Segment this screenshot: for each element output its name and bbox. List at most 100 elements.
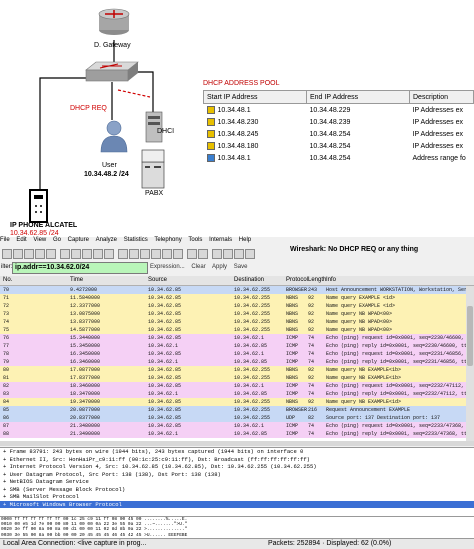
interfaces-icon[interactable] bbox=[2, 249, 12, 259]
menu-file[interactable]: File bbox=[0, 237, 10, 243]
zoom-in-icon[interactable] bbox=[212, 249, 222, 259]
menu-internals[interactable]: Internals bbox=[209, 237, 233, 243]
switch-icon bbox=[85, 61, 139, 82]
packet-cell-src: 10.34.62.85 bbox=[148, 375, 182, 381]
packet-cell-proto: ICMP bbox=[286, 335, 299, 341]
zoom-normal-icon[interactable] bbox=[234, 249, 244, 259]
reload-icon[interactable] bbox=[93, 249, 103, 259]
scrollbar-thumb[interactable] bbox=[467, 306, 473, 366]
pool-col-description[interactable]: Description bbox=[409, 90, 474, 104]
col-source[interactable]: Source bbox=[148, 277, 168, 283]
detail-tree-item[interactable]: + Frame 83791: 243 bytes on wire (1944 b… bbox=[3, 448, 304, 455]
save-icon[interactable] bbox=[71, 249, 81, 259]
pool-row[interactable]: 10.34.48.1 10.34.48.254 Address range fo bbox=[204, 152, 474, 164]
packet-cell-len: 74 bbox=[308, 359, 315, 365]
menu-capture[interactable]: Capture bbox=[67, 237, 89, 243]
pool-row[interactable]: 10.34.48.245 10.34.48.254 IP Addresses e… bbox=[204, 128, 474, 140]
detail-tree-item[interactable]: + User Datagram Protocol, Src Port: 138 … bbox=[3, 470, 221, 478]
col-info[interactable]: Info bbox=[326, 277, 337, 283]
packet-list-scrollbar[interactable] bbox=[466, 286, 474, 441]
col-time[interactable]: Time bbox=[70, 277, 84, 283]
back-icon[interactable] bbox=[129, 249, 139, 259]
colorize-icon[interactable] bbox=[187, 249, 197, 259]
save-filter-button[interactable]: Save bbox=[233, 264, 248, 270]
col-length[interactable]: Length bbox=[308, 277, 327, 283]
menu-help[interactable]: Help bbox=[238, 237, 252, 243]
packet-cell-dst: 10.34.62.255 bbox=[234, 367, 271, 373]
zoom-out-icon[interactable] bbox=[223, 249, 233, 259]
packet-cell-dst: 10.34.62.1 bbox=[234, 335, 265, 341]
menu-analyze[interactable]: Analyze bbox=[95, 237, 118, 243]
packet-cell-src: 10.34.62.85 bbox=[148, 295, 182, 301]
packet-cell-info: Echo (ping) reply id=0x0001, seq=2233/47… bbox=[326, 431, 466, 437]
forward-icon[interactable] bbox=[140, 249, 150, 259]
menu-statistics[interactable]: Statistics bbox=[123, 237, 148, 243]
clear-button[interactable]: Clear bbox=[191, 264, 206, 270]
close-icon[interactable] bbox=[82, 249, 92, 259]
print-icon[interactable] bbox=[104, 249, 114, 259]
pool-col-end[interactable]: End IP Address bbox=[306, 90, 410, 104]
menu-go[interactable]: Go bbox=[52, 237, 61, 243]
apply-button[interactable]: Apply bbox=[212, 264, 228, 270]
col-protocol[interactable]: Protocol bbox=[286, 277, 309, 283]
find-icon[interactable] bbox=[118, 249, 128, 259]
options-icon[interactable] bbox=[13, 249, 23, 259]
bottom-icon[interactable] bbox=[173, 249, 183, 259]
packet-cell-time: 17.8377000 bbox=[70, 375, 101, 381]
expression-button[interactable]: Expression... bbox=[150, 264, 185, 270]
autoscroll-icon[interactable] bbox=[198, 249, 208, 259]
packet-cell-info: Name query NB WPAD<00> bbox=[326, 327, 393, 333]
restart-icon[interactable] bbox=[46, 249, 56, 259]
pool-range-icon bbox=[206, 118, 215, 126]
col-destination[interactable]: Destination bbox=[234, 277, 265, 283]
menu-view[interactable]: View bbox=[33, 237, 47, 243]
detail-tree-item[interactable]: + Internet Protocol Version 4, Src: 10.3… bbox=[3, 463, 317, 470]
detail-tree-item[interactable]: + SMB (Server Message Block Protocol) bbox=[3, 485, 126, 493]
detail-tree-item[interactable]: + SMB MailSlot Protocol bbox=[3, 493, 79, 500]
packet-list-hscrollbar[interactable] bbox=[0, 441, 474, 446]
packet-cell-len: 74 bbox=[308, 351, 315, 357]
detail-tree-item[interactable]: + NetBIOS Datagram Service bbox=[3, 478, 89, 485]
pool-row[interactable]: 10.34.48.230 10.34.48.239 IP Addresses e… bbox=[204, 116, 474, 128]
detail-tree-item[interactable]: + Ethernet II, Src: HonHaiPr_c9:11:ff (0… bbox=[3, 455, 310, 463]
pool-col-start[interactable]: Start IP Address bbox=[203, 90, 307, 104]
goto-icon[interactable] bbox=[151, 249, 161, 259]
start-icon[interactable] bbox=[24, 249, 34, 259]
stop-icon[interactable] bbox=[35, 249, 45, 259]
detail-tree-item[interactable]: + Microsoft Windows Browser Protocol bbox=[0, 500, 474, 508]
menu-tools[interactable]: Tools bbox=[188, 237, 203, 243]
open-icon[interactable] bbox=[60, 249, 70, 259]
menu-edit[interactable]: Edit bbox=[16, 237, 27, 243]
packet-cell-len: 74 bbox=[308, 383, 315, 389]
pool-row[interactable]: 10.34.48.180 10.34.48.254 IP Addresses e… bbox=[204, 140, 474, 152]
pool-row[interactable]: 10.34.48.1 10.34.48.229 IP Addresses ex bbox=[204, 104, 474, 117]
packet-cell-proto: ICMP bbox=[286, 351, 299, 357]
resize-columns-icon[interactable] bbox=[245, 249, 255, 259]
display-filter-input[interactable]: ip.addr==10.34.62.0/24 bbox=[12, 262, 148, 274]
pabx-icon bbox=[141, 149, 165, 189]
col-no[interactable]: No. bbox=[3, 277, 13, 283]
packet-cell-dst: 10.34.62.1 bbox=[234, 423, 265, 429]
packet-cell-time: 21.3490000 bbox=[70, 431, 101, 437]
top-icon[interactable] bbox=[162, 249, 172, 259]
menu-telephony[interactable]: Telephony bbox=[154, 237, 182, 243]
